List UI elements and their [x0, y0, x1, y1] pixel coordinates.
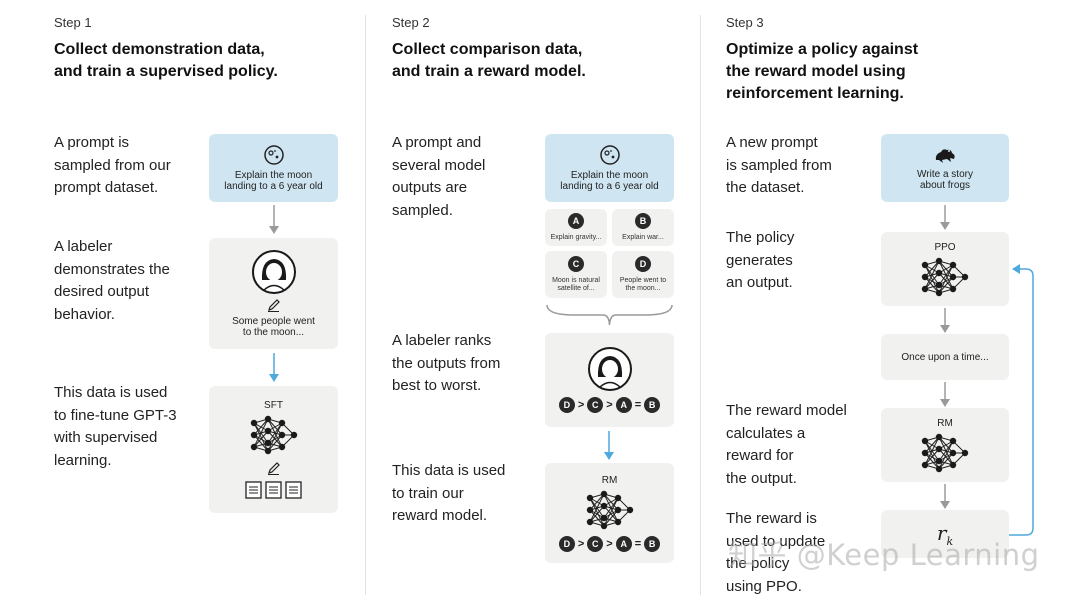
neural-network-icon [921, 433, 969, 472]
step1-arrow-1 [269, 205, 279, 234]
document-icon [285, 481, 302, 499]
step1-heading: Collect demonstration data,and train a s… [54, 41, 278, 80]
rm-label: RM [937, 417, 953, 429]
neural-network-icon [921, 257, 969, 296]
step1-sft-box: SFT [209, 386, 338, 513]
column-divider-1 [365, 15, 366, 595]
options-bracket [546, 304, 673, 326]
step3-arrow-2 [940, 308, 950, 333]
step3-arrow-3 [940, 382, 950, 407]
step3-label: Step 3 [726, 15, 764, 30]
output-option-c: C Moon is natural satellite of... [545, 251, 607, 298]
labeler-avatar-icon [587, 347, 632, 391]
step2-labeler-box: D> C> A= B [545, 333, 674, 427]
step1-label: Step 1 [54, 15, 92, 30]
step3-output-box: Once upon a time... [881, 334, 1009, 380]
policy-update-loop-arrow [1009, 264, 1034, 536]
step1-arrow-2 [269, 353, 279, 382]
ppo-label: PPO [934, 241, 956, 253]
step3-arrow-1 [940, 205, 950, 230]
step3-arrow-4 [940, 484, 950, 509]
step3-rm-box: RM [881, 408, 1009, 482]
ranking-sequence: D> C> A= B [558, 397, 661, 413]
step2-heading: Collect comparison data,and train a rewa… [392, 41, 586, 80]
sft-label: SFT [264, 400, 283, 411]
step2-rm-box: RM D> C> A= B [545, 463, 674, 563]
neural-network-icon [250, 415, 297, 455]
document-icon [265, 481, 282, 499]
pencil-icon [267, 462, 280, 475]
ranking-sequence: D> C> A= B [558, 535, 661, 552]
output-option-a: A Explain gravity... [545, 209, 607, 246]
reward-symbol: rk [936, 520, 954, 548]
frog-icon [935, 148, 955, 163]
step3-reward-box: rk [881, 510, 1009, 558]
labeler-avatar-icon [251, 249, 296, 294]
neural-network-icon [586, 490, 633, 529]
pencil-icon [267, 298, 280, 312]
moon-icon [599, 145, 620, 165]
step2-label: Step 2 [392, 15, 430, 30]
output-option-d: D People went to the moon... [612, 251, 674, 298]
column-divider-2 [700, 15, 701, 595]
rm-label: RM [601, 474, 618, 486]
document-icon [245, 481, 262, 499]
watermark: 知乎 @Keep Learning [728, 538, 1040, 572]
moon-icon [263, 145, 284, 165]
output-option-b: B Explain war... [612, 209, 674, 246]
step3-ppo-box: PPO [881, 232, 1009, 306]
step2-arrow [604, 431, 614, 460]
